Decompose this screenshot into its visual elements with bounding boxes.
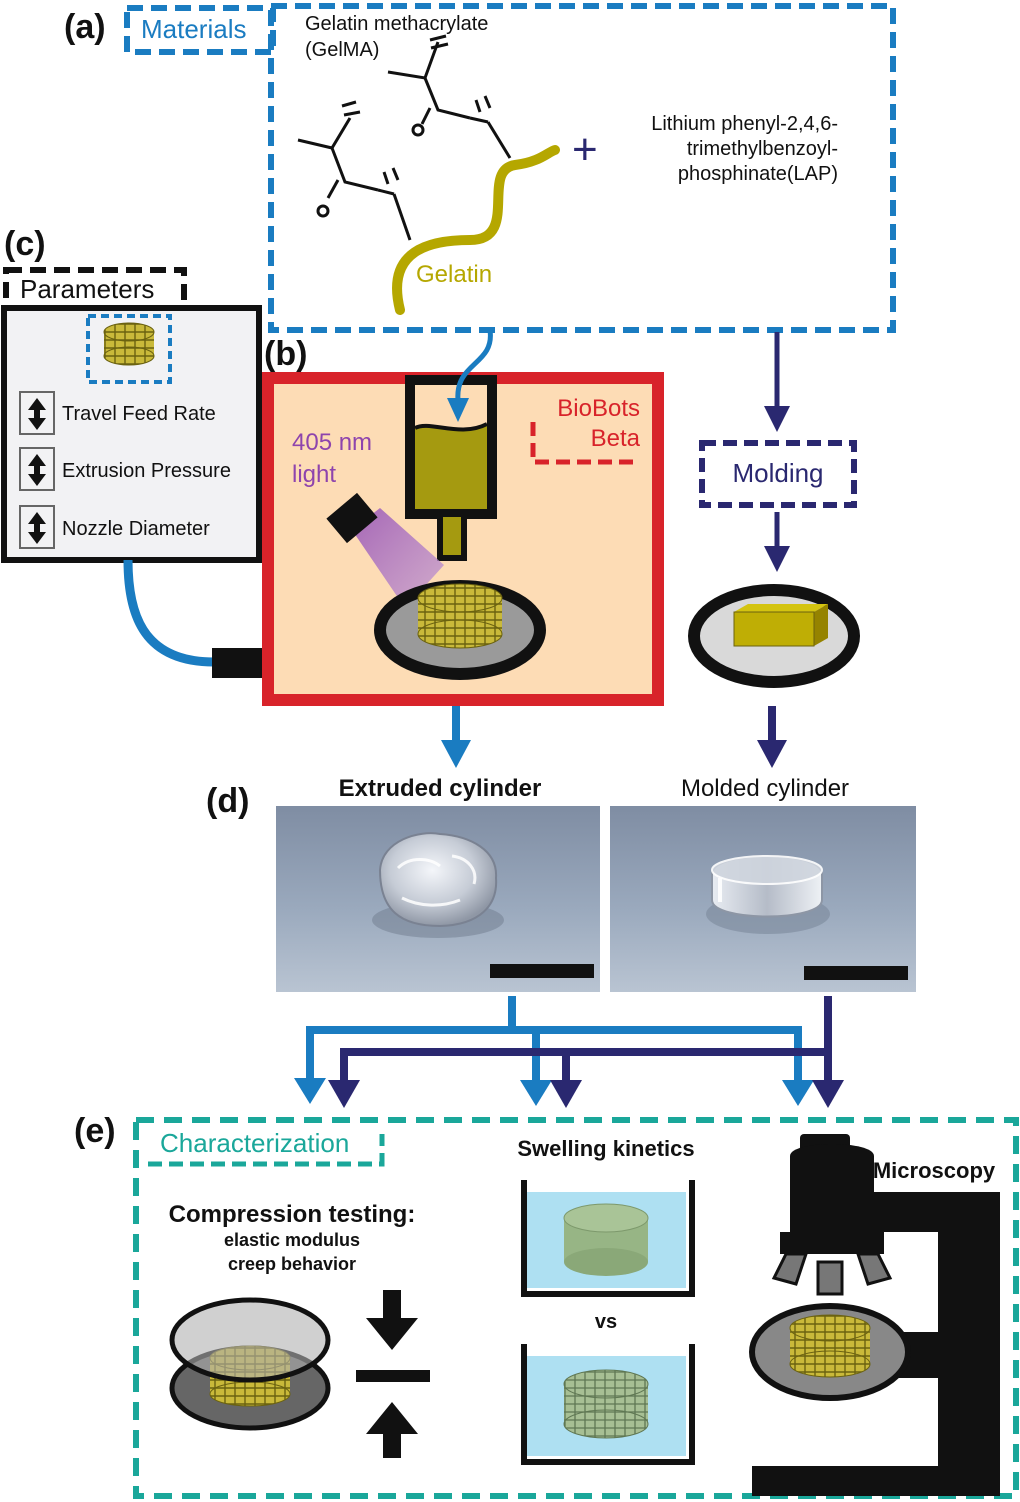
arrow-head: [294, 1078, 326, 1104]
printer-name-line1: BioBots: [557, 395, 640, 422]
molded-photo: [610, 806, 916, 992]
panel-letter-d: (d): [206, 782, 249, 820]
microscopy-label: Microscopy: [873, 1158, 996, 1183]
arrow-materials-to-printer: [455, 329, 493, 401]
panel-letter-b: (b): [264, 335, 307, 373]
target-geometry-frame: [86, 314, 172, 384]
materials-title: Materials: [141, 14, 246, 44]
characterization-title: Characterization: [160, 1128, 349, 1158]
target-cylinder-icon: [103, 322, 155, 366]
uv-beam: [352, 508, 444, 608]
gelma-label-line1: Gelatin methacrylate: [305, 13, 488, 35]
extruded-photo: [276, 806, 600, 992]
extruded-label: Extruded cylinder: [339, 775, 542, 802]
param-label: Travel Feed Rate: [62, 403, 216, 425]
materials-box: [268, 3, 896, 333]
molded-cylinder-icon: [733, 604, 828, 647]
panel-letter-c: (c): [4, 225, 46, 263]
gelma-structure: [297, 34, 512, 241]
swelling-beaker-extruded: [521, 1344, 695, 1465]
molded-distribution-arrows: [340, 996, 832, 1082]
panel-letter-a: (a): [64, 8, 106, 46]
cable-connector: [212, 648, 264, 678]
arrow-head: [812, 1080, 844, 1108]
up-down-arrow-icon: [28, 398, 46, 430]
molded-label: Molded cylinder: [681, 775, 849, 802]
light-label-line1: 405 nm: [292, 429, 372, 456]
gelatin-chain: [392, 145, 560, 315]
arrow-head: [328, 1080, 360, 1108]
arrow-head: [782, 1080, 814, 1106]
gelatin-label: Gelatin: [416, 261, 492, 288]
printed-scaffold: [417, 583, 503, 649]
light-label-line2: light: [292, 461, 336, 488]
scale-bar: [804, 966, 908, 980]
parameters-title: Parameters: [20, 274, 154, 304]
gelma-label-line2: (GelMA): [305, 39, 379, 61]
swelling-beaker-molded: [521, 1180, 695, 1297]
materials-title-box: [124, 5, 276, 55]
param-row[interactable]: Nozzle Diameter: [19, 505, 210, 549]
lap-label-line1: Lithium phenyl-2,4,6-: [651, 113, 838, 135]
up-down-arrow-icon: [28, 454, 46, 486]
arrow-head: [447, 398, 469, 422]
compression-title: Compression testing:: [169, 1201, 416, 1228]
compression-line1: elastic modulus: [224, 1230, 360, 1250]
arrow-head: [520, 1080, 552, 1106]
printer-name-line2: Beta: [591, 425, 641, 452]
arrow-head: [441, 740, 471, 768]
arrow-head: [757, 740, 787, 768]
lap-label-line3: phosphinate(LAP): [678, 163, 838, 185]
lap-label-line2: trimethylbenzoyl-: [687, 138, 838, 160]
control-cable: [123, 559, 215, 667]
characterization-box: [133, 1117, 1019, 1499]
characterization-title-bracket: [148, 1134, 385, 1167]
compression-arrows-icon: [356, 1290, 430, 1458]
param-row[interactable]: Travel Feed Rate: [19, 391, 216, 435]
molding-box: [699, 440, 857, 508]
arrow-head: [764, 546, 790, 572]
uv-lamp: [326, 492, 378, 544]
up-down-arrow-icon: [28, 512, 46, 544]
printer-name-bracket: [530, 422, 636, 465]
param-label: Extrusion Pressure: [62, 460, 231, 482]
arrow-head: [550, 1080, 582, 1108]
panel-letter-e: (e): [74, 1112, 116, 1150]
parameters-title-box: [3, 267, 187, 313]
swelling-title: Swelling kinetics: [517, 1136, 694, 1161]
param-row[interactable]: Extrusion Pressure: [19, 447, 231, 491]
compression-platens: [169, 1297, 331, 1431]
arrow-head: [764, 406, 790, 432]
vs-label: vs: [595, 1311, 617, 1333]
param-label: Nozzle Diameter: [62, 518, 210, 540]
scale-bar: [490, 964, 594, 978]
extruded-distribution-arrows: [306, 996, 802, 1082]
microscope-icon: [749, 1134, 1000, 1496]
compression-line2: creep behavior: [228, 1254, 356, 1274]
plus-sign: +: [572, 125, 598, 174]
molding-label: Molding: [732, 458, 823, 488]
